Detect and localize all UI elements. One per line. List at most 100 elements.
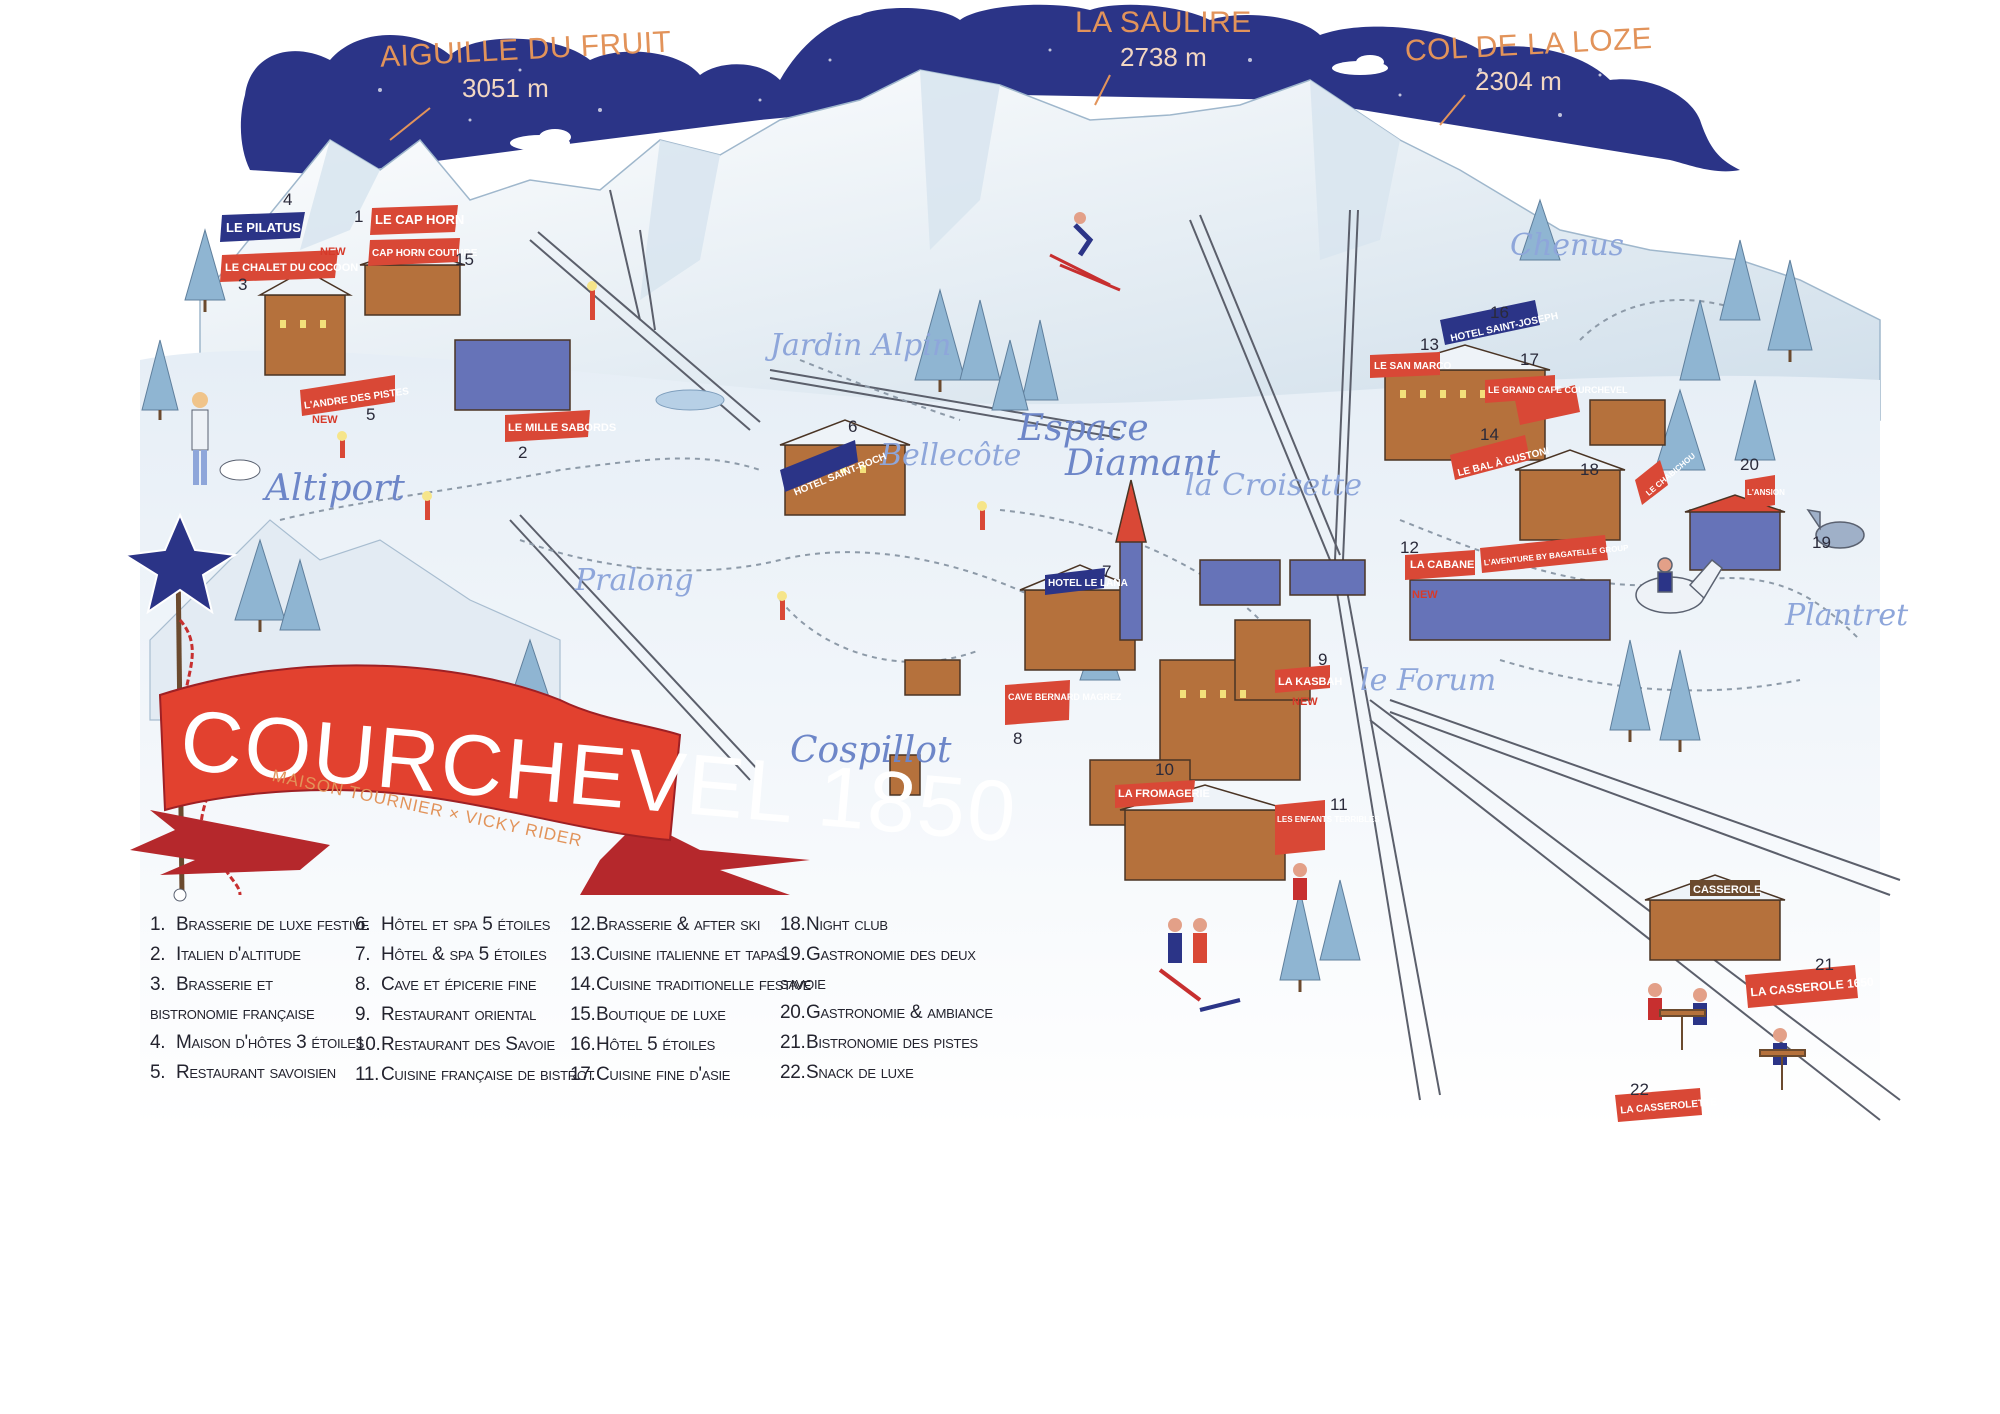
venue-le-chalet-du-cocoon: LE CHALET DU COCOON (225, 262, 358, 274)
legend-item: 4.Maison d'hôtes 3 étoiles (150, 1032, 364, 1053)
skier-figures (1049, 212, 1787, 1065)
legend-item: 16.Hôtel 5 étoiles (570, 1034, 715, 1055)
legend-item: 13.Cuisine italienne et tapas (570, 944, 785, 965)
map-number-6: 6 (848, 417, 857, 436)
peak-label-saulire: LA SAULIRE (1075, 6, 1252, 39)
casserole-sign-text: CASSEROLE (1693, 884, 1761, 896)
legend-item: 8.Cave et épicerie fine (355, 974, 537, 995)
map-number-8: 8 (1013, 729, 1022, 748)
map-number-18: 18 (1580, 460, 1599, 479)
map-number-19: 19 (1812, 533, 1831, 552)
venue-le-pilatus: LE PILATUS (226, 220, 301, 235)
area-le-forum: le Forum (1360, 663, 1496, 698)
venue-la-cabane: LA CABANE (1410, 559, 1474, 571)
map-number-2: 2 (518, 443, 527, 462)
legend-item: 14.Cuisine traditionelle festive (570, 974, 811, 995)
new-tag-cabane: NEW (1412, 589, 1438, 601)
candles (337, 281, 987, 620)
map-number-10: 10 (1155, 760, 1174, 779)
chalets (257, 247, 1786, 961)
venue-la-kasbah: LA KASBAH (1278, 676, 1342, 688)
legend: 1.Brasserie de luxe festive 2.Italien d'… (150, 910, 993, 1125)
legend-item: 10.Restaurant des Savoie (355, 1034, 555, 1055)
peak-pointer-loze (1439, 94, 1466, 126)
venue-le-san-marco: LE SAN MARCO (1374, 361, 1451, 372)
woman-with-dog (191, 392, 261, 485)
legend-item: 21.Bistronomie des pistes (780, 1032, 978, 1053)
snow-slopes (140, 350, 1880, 1130)
casserole-sign-board (1690, 880, 1760, 896)
new-tag-kasbah: NEW (1292, 696, 1318, 708)
venue-les-enfants-terribles: LES ENFANTS TERRIBLES (1277, 815, 1380, 824)
map-number-5: 5 (366, 405, 375, 424)
map-number-13: 13 (1420, 335, 1439, 354)
legend-column-2: 6.Hôtel et spa 5 étoiles 7.Hôtel & spa 5… (355, 910, 595, 1090)
map-numbers: 1 2 3 4 5 6 7 8 9 10 11 12 13 14 15 16 1… (238, 190, 1834, 1099)
area-cospillot: Cospillot (790, 730, 952, 771)
venue-l-ansion: L'ANSION (1747, 488, 1785, 497)
peak-label-loze: COL DE LA LOZE (1404, 22, 1653, 68)
venue-hotel-le-lana: HOTEL LE LANA (1048, 578, 1128, 589)
map-number-22: 22 (1630, 1080, 1649, 1099)
legend-item: 7.Hôtel & spa 5 étoiles (355, 944, 547, 965)
new-tag-cocoon: NEW (320, 246, 346, 258)
pine-trees (141, 198, 1813, 981)
venue-le-cap-horn: LE CAP HORN (375, 212, 464, 227)
area-chenus: Chenus (1510, 228, 1624, 263)
area-plantret: Plantret (1784, 598, 1909, 633)
peak-altitude-loze: 2304 m (1475, 66, 1562, 96)
peak-pointer-saulire (1094, 74, 1111, 106)
area-espace: Espace (1017, 408, 1149, 449)
map-number-16: 16 (1490, 303, 1509, 322)
legend-item: 11.Cuisine française de bistrot (355, 1064, 595, 1085)
area-pralong: Pralong (574, 563, 694, 598)
legend-item: 5.Restaurant savoisien (150, 1062, 336, 1083)
courchevel-banner (130, 664, 810, 895)
legend-item: 17.Cuisine fine d'asie (570, 1064, 731, 1085)
donkey (1806, 508, 1865, 549)
legend-column-4: 18.Night club 19.Gastronomie des deux sa… (780, 910, 993, 1088)
venue-cave-bernard-magrez: CAVE BERNARD MAGREZ (1008, 692, 1122, 702)
venue-le-mille-sabords: LE MILLE SABORDS (508, 422, 616, 434)
legend-column-3: 12.Brasserie & after ski 13.Cuisine ital… (570, 910, 811, 1090)
area-altiport: Altiport (262, 468, 405, 509)
legend-column-1: 1.Brasserie de luxe festive 2.Italien d'… (150, 910, 369, 1088)
peak-altitude-saulire: 2738 m (1120, 42, 1207, 72)
peak-altitude-aiguille: 3051 m (462, 73, 549, 103)
map-number-20: 20 (1740, 455, 1759, 474)
map-number-9: 9 (1318, 650, 1327, 669)
tree-trunks (158, 300, 1792, 992)
venue-flags (220, 205, 1858, 1122)
legend-item: 2.Italien d'altitude (150, 944, 301, 965)
legend-item: 15.Boutique de luxe (570, 1004, 726, 1025)
legend-item: 1.Brasserie de luxe festive (150, 914, 369, 935)
frozen-lake (655, 389, 725, 411)
map-number-4: 4 (283, 190, 292, 209)
venue-la-fromagerie: LA FROMAGERIE (1118, 788, 1210, 800)
legend-item: 3.Brasserie et bistronomie française (150, 974, 315, 1024)
new-tag-andre: NEW (312, 414, 338, 426)
legend-item: 20.Gastronomie & ambiance (780, 1002, 993, 1023)
map-number-1: 1 (354, 207, 363, 226)
cafe-tables (1659, 1009, 1806, 1090)
legend-item: 6.Hôtel et spa 5 étoiles (355, 914, 551, 935)
horse (1635, 557, 1723, 614)
legend-item: 22.Snack de luxe (780, 1062, 914, 1083)
legend-item: 18.Night club (780, 914, 888, 935)
legend-item: 12.Brasserie & after ski (570, 914, 761, 935)
map-number-17: 17 (1520, 350, 1539, 369)
area-bellecote: Bellecôte (879, 438, 1021, 473)
legend-item: 9.Restaurant oriental (355, 1004, 537, 1025)
venue-le-grand-cafe: LE GRAND CAFE COURCHEVEL (1488, 385, 1628, 395)
map-number-7: 7 (1102, 562, 1111, 581)
legend-item: 19.Gastronomie des deux savoie (780, 944, 976, 994)
peak-pointer-aiguille (389, 107, 431, 141)
map-number-12: 12 (1400, 538, 1419, 557)
area-jardin-alpin: Jardin Alpin (764, 328, 951, 363)
area-diamant: Diamant (1064, 443, 1221, 484)
map-number-21: 21 (1815, 955, 1834, 974)
area-la-croisette: la Croisette (1185, 468, 1362, 503)
stars (378, 38, 1602, 122)
map-number-3: 3 (238, 275, 247, 294)
